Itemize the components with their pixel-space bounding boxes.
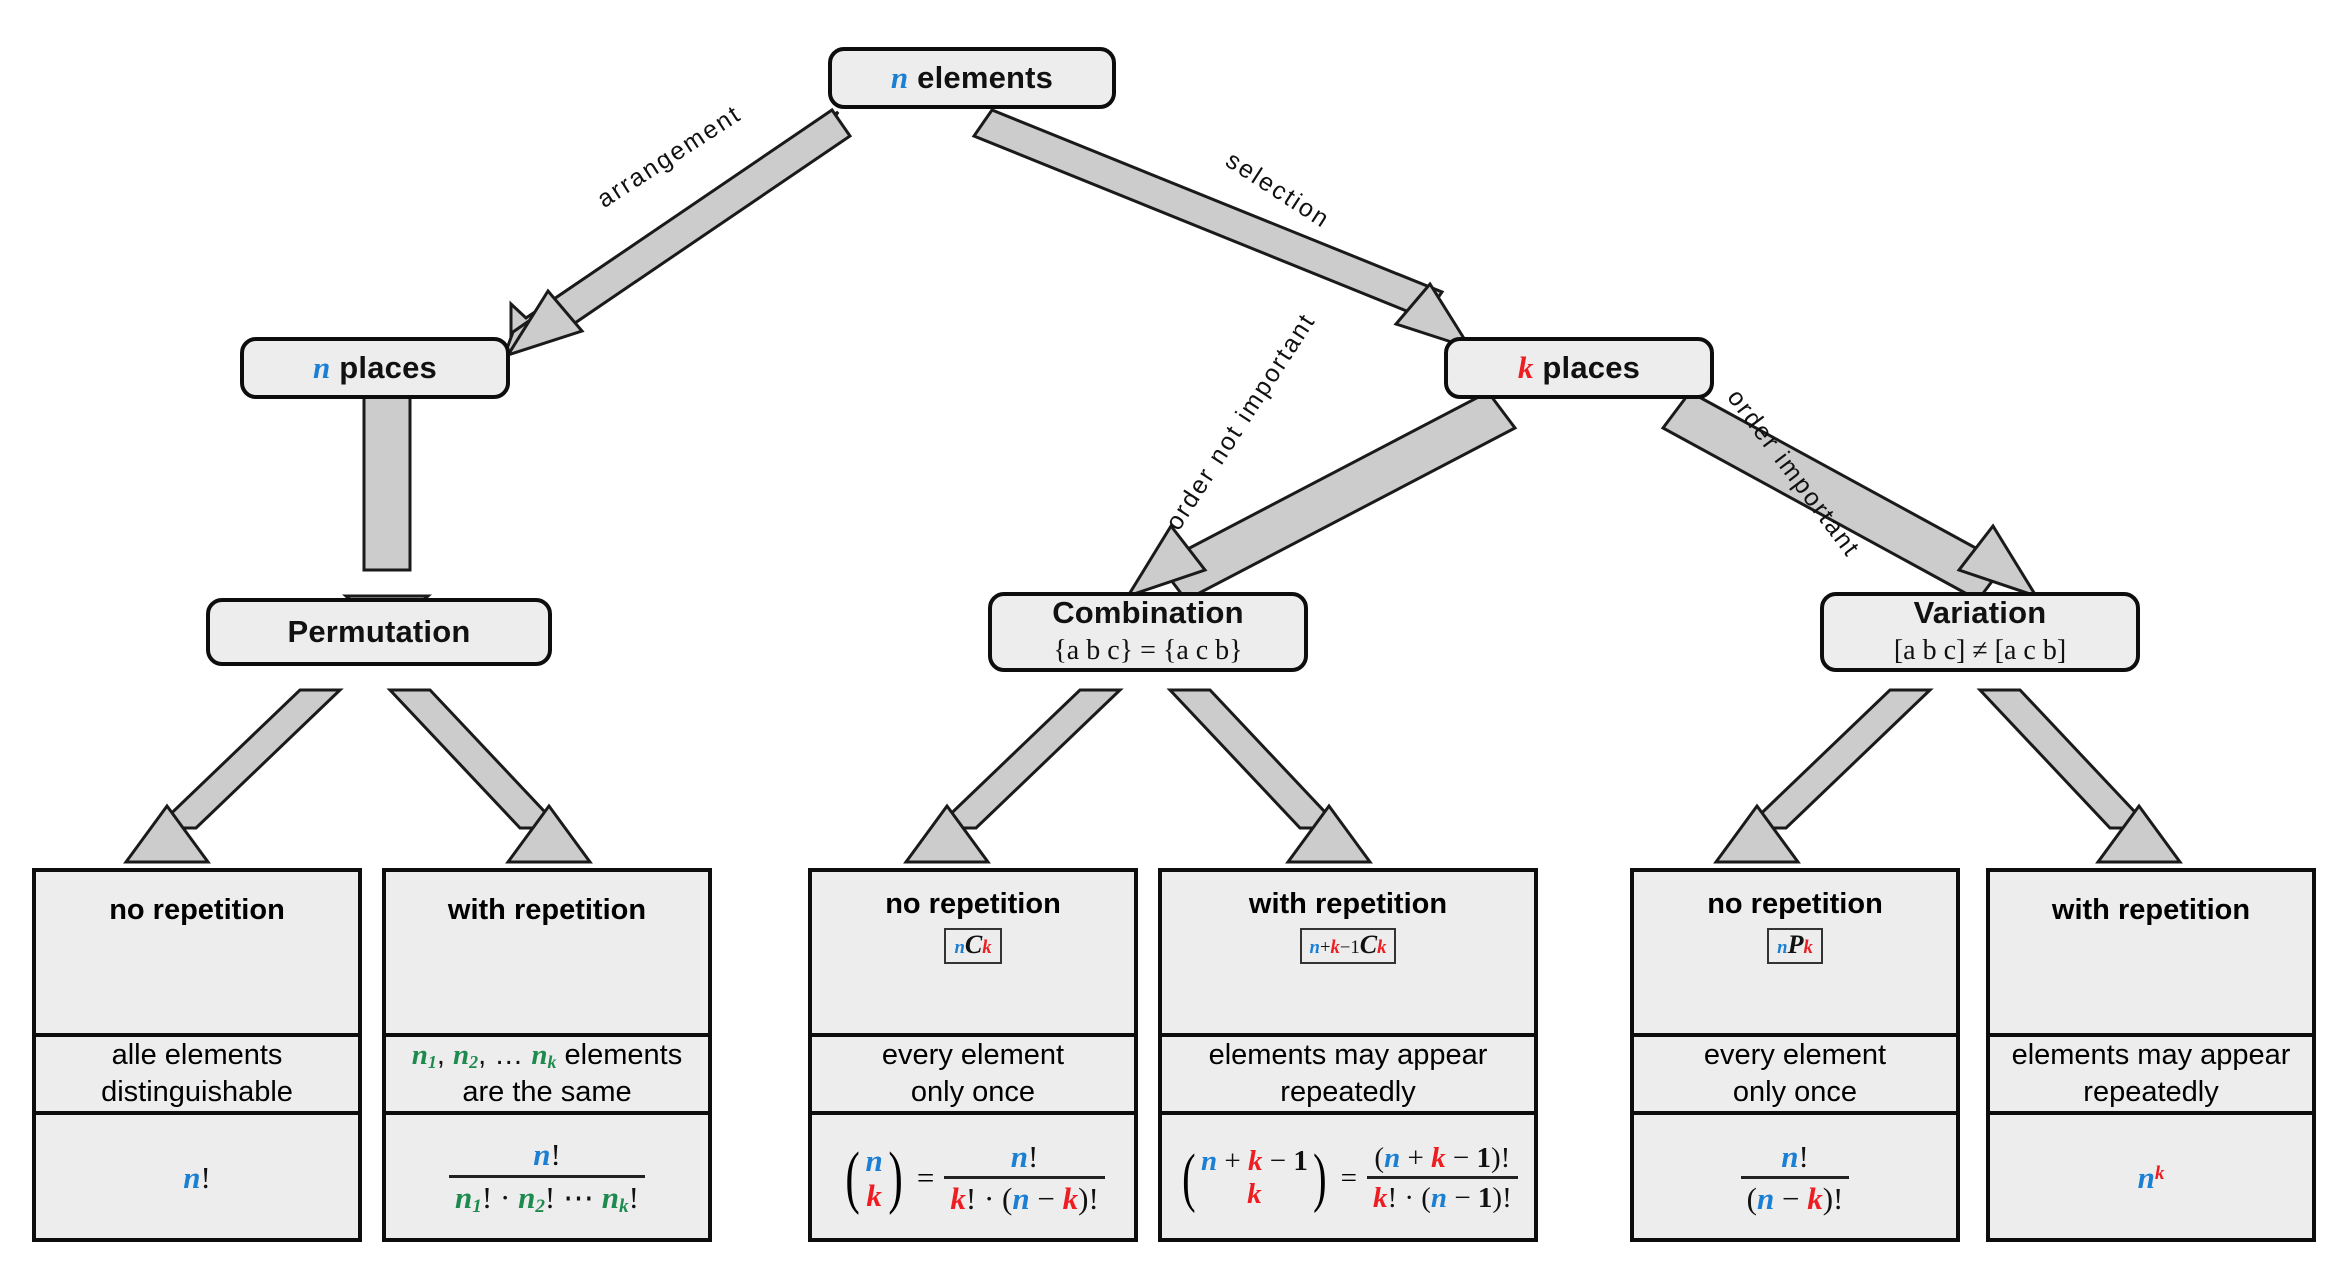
leaf-combination-with-repetition[interactable]: with repetition n+k−1Ck elements may app…: [1158, 868, 1538, 1242]
leaf-top: with repetition n+k−1Ck: [1162, 872, 1534, 1037]
desc-line: are the same: [462, 1076, 632, 1109]
leaf-description: alle elements distinguishable: [36, 1037, 358, 1111]
node-permutation[interactable]: Permutation: [206, 598, 552, 666]
node-combination-example: {a b c} = {a c b}: [1053, 635, 1243, 667]
leaf-top: with repetition: [386, 872, 708, 1037]
desc-line: n1, n2, … nk elements: [411, 1039, 683, 1072]
leaf-permutation-no-repetition[interactable]: no repetition alle elements distinguisha…: [32, 868, 362, 1242]
node-n-places-label: n places: [313, 349, 437, 385]
leaf-formula: nk: [1990, 1111, 2312, 1241]
edge-label-arrangement: arrangement: [592, 99, 747, 214]
desc-line: only once: [1732, 1076, 1858, 1109]
leaf-description: every element only once: [1634, 1037, 1956, 1111]
desc-line: every element: [1703, 1039, 1887, 1071]
node-n-elements-text: elements: [908, 59, 1054, 95]
leaf-top: no repetition nPk: [1634, 872, 1956, 1037]
leaf-description: every element only once: [812, 1037, 1134, 1111]
node-k-places[interactable]: k places: [1444, 337, 1714, 399]
node-n-places[interactable]: n places: [240, 337, 510, 399]
leaf-formula: ( n k ) = n! k! · (n − k)!: [812, 1111, 1134, 1241]
node-permutation-label: Permutation: [287, 613, 471, 649]
leaf-head: no repetition: [885, 888, 1061, 920]
leaf-formula: n! (n − k)!: [1634, 1111, 1956, 1241]
leaf-variation-no-repetition[interactable]: no repetition nPk every element only onc…: [1630, 868, 1960, 1242]
leaf-top: no repetition: [36, 872, 358, 1037]
desc-line: elements may appear: [1208, 1039, 1488, 1071]
leaf-formula: n!: [36, 1111, 358, 1241]
leaf-top: with repetition: [1990, 872, 2312, 1037]
symbol-n: n: [313, 349, 331, 385]
node-k-places-label: k places: [1517, 349, 1641, 385]
leaf-permutation-with-repetition[interactable]: with repetition n1, n2, … nk elements ar…: [382, 868, 712, 1242]
leaf-formula: n! n1! · n2! ⋯ nk!: [386, 1111, 708, 1241]
desc-line: alle elements: [111, 1039, 283, 1071]
leaf-head: with repetition: [447, 894, 647, 926]
leaf-description: elements may appear repeatedly: [1990, 1037, 2312, 1111]
leaf-variation-with-repetition[interactable]: with repetition elements may appear repe…: [1986, 868, 2316, 1242]
leaf-description: elements may appear repeatedly: [1162, 1037, 1534, 1111]
node-variation[interactable]: Variation [a b c] ≠ [a c b]: [1820, 592, 2140, 672]
desc-line: every element: [881, 1039, 1065, 1071]
leaf-head: with repetition: [2051, 894, 2251, 926]
leaf-notation-nPk: nPk: [1767, 928, 1823, 964]
desc-line: only once: [910, 1076, 1036, 1109]
node-n-places-text: places: [330, 349, 437, 385]
leaf-combination-no-repetition[interactable]: no repetition nCk every element only onc…: [808, 868, 1138, 1242]
leaf-notation-npkm1Ck: n+k−1Ck: [1299, 928, 1397, 964]
node-combination[interactable]: Combination {a b c} = {a c b}: [988, 592, 1308, 672]
leaf-head: no repetition: [109, 894, 285, 926]
edge-label-order-not-important: order not important: [1160, 307, 1322, 536]
edge-label-order-important: order important: [1721, 384, 1866, 563]
symbol-n: n: [890, 59, 909, 95]
node-n-elements-label: n elements: [890, 59, 1054, 95]
arrow-head-root-to-n-places: [502, 288, 577, 357]
leaf-top: no repetition nCk: [812, 872, 1134, 1037]
desc-line: distinguishable: [101, 1076, 293, 1109]
desc-line: elements may appear: [2011, 1039, 2291, 1071]
leaf-head: with repetition: [1248, 888, 1448, 920]
leaf-notation-nCk: nCk: [944, 928, 1002, 964]
symbol-k: k: [1517, 349, 1534, 385]
desc-line: repeatedly: [2083, 1076, 2219, 1109]
leaf-formula: ( n + k − 1 k ) = (n + k − 1)! k! · (n −…: [1162, 1111, 1534, 1241]
leaf-description: n1, n2, … nk elements are the same: [386, 1037, 708, 1111]
leaf-head: no repetition: [1707, 888, 1883, 920]
desc-line: repeatedly: [1280, 1076, 1416, 1109]
node-n-elements[interactable]: n elements: [828, 47, 1116, 109]
edge-label-selection: selection: [1220, 146, 1336, 235]
node-variation-example: [a b c] ≠ [a c b]: [1893, 635, 2067, 667]
node-variation-label: Variation: [1913, 594, 2047, 630]
node-combination-label: Combination: [1052, 594, 1244, 630]
node-k-places-text: places: [1533, 349, 1641, 385]
